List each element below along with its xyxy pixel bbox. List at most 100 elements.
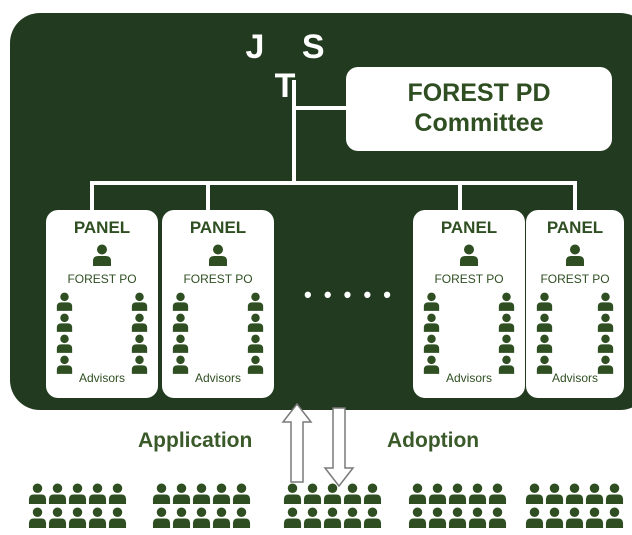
person-icon (172, 292, 189, 311)
person-icon (423, 313, 440, 332)
person-icon (468, 483, 487, 504)
person-icon (323, 507, 342, 528)
person-icon (323, 483, 342, 504)
researcher-group (152, 483, 251, 531)
person-icon (131, 292, 148, 311)
person-icon (247, 292, 264, 311)
person-icon (423, 334, 440, 353)
person-icon (48, 507, 67, 528)
panel-advisors-label: Advisors (194, 371, 241, 385)
org-title: J S T (245, 28, 339, 105)
panel-card: PANEL FOREST PO Advisors (162, 210, 274, 398)
person-icon (88, 483, 107, 504)
person-icon (152, 483, 171, 504)
adoption-label: Adoption (387, 429, 480, 452)
researcher-group (408, 483, 507, 531)
panel-po-label: FOREST PO (183, 272, 253, 286)
panel-title: PANEL (73, 218, 131, 237)
person-icon (597, 292, 614, 311)
person-icon (108, 507, 127, 528)
person-icon (488, 507, 507, 528)
person-icon (247, 313, 264, 332)
person-icon (488, 483, 507, 504)
person-icon (605, 483, 624, 504)
person-icon (565, 244, 585, 266)
more-panels-ellipsis: • • • • • (304, 282, 394, 307)
panel-po-label: FOREST PO (67, 272, 137, 286)
panel-card: PANEL FOREST PO Advisors (46, 210, 158, 398)
person-icon (363, 507, 382, 528)
person-icon (68, 507, 87, 528)
person-icon (448, 483, 467, 504)
panel-title: PANEL (189, 218, 247, 237)
person-icon (545, 483, 564, 504)
person-icon (192, 483, 211, 504)
panel-card: PANEL FOREST PO Advisors (526, 210, 624, 398)
person-icon (68, 483, 87, 504)
person-icon (56, 292, 73, 311)
person-icon (448, 507, 467, 528)
person-icon (565, 507, 584, 528)
person-icon (408, 507, 427, 528)
person-icon (343, 483, 362, 504)
person-icon (585, 483, 604, 504)
researcher-group (28, 483, 127, 531)
person-icon (56, 334, 73, 353)
person-icon (28, 507, 47, 528)
person-icon (303, 483, 322, 504)
person-icon (152, 507, 171, 528)
researcher-group (283, 483, 382, 531)
advisor-column-right (498, 292, 515, 376)
panel-title: PANEL (546, 218, 604, 237)
person-icon (597, 313, 614, 332)
person-icon (283, 507, 302, 528)
committee-connector (294, 106, 346, 110)
person-icon (232, 507, 251, 528)
person-icon (172, 334, 189, 353)
person-icon (232, 483, 251, 504)
person-icon (131, 313, 148, 332)
panel-po-label: FOREST PO (434, 272, 504, 286)
person-icon (536, 292, 553, 311)
advisor-column-right (131, 292, 148, 376)
committee-line1: FOREST PD (407, 79, 551, 107)
person-icon (428, 507, 447, 528)
adoption-arrow-icon (323, 407, 355, 488)
person-icon (192, 507, 211, 528)
advisor-column-left (536, 292, 553, 376)
advisor-column-right (247, 292, 264, 376)
committee-line2: Committee (414, 109, 544, 137)
person-icon (525, 507, 544, 528)
person-icon (92, 244, 112, 266)
person-icon (343, 507, 362, 528)
person-icon (459, 244, 479, 266)
trunk-line (292, 80, 296, 184)
branch-line (90, 181, 577, 185)
person-icon (108, 483, 127, 504)
committee-box: FOREST PD Committee (346, 67, 612, 151)
advisor-column-left (56, 292, 73, 376)
flow-arrows (281, 402, 355, 488)
panel-advisors-label: Advisors (551, 371, 598, 385)
person-icon (283, 483, 302, 504)
person-icon (212, 483, 231, 504)
panel-po-label: FOREST PO (540, 272, 610, 286)
panel-title: PANEL (440, 218, 498, 237)
panel-advisors-label: Advisors (445, 371, 492, 385)
person-icon (585, 507, 604, 528)
researcher-group (525, 483, 624, 531)
person-icon (172, 507, 191, 528)
advisor-column-left (172, 292, 189, 376)
person-icon (468, 507, 487, 528)
application-arrow-icon (281, 402, 313, 483)
person-icon (212, 507, 231, 528)
person-icon (247, 334, 264, 353)
person-icon (303, 507, 322, 528)
person-icon (536, 313, 553, 332)
panel-drop-4 (573, 181, 577, 211)
person-icon (88, 507, 107, 528)
person-icon (597, 334, 614, 353)
person-icon (172, 483, 191, 504)
person-icon (565, 483, 584, 504)
advisor-column-right (597, 292, 614, 376)
